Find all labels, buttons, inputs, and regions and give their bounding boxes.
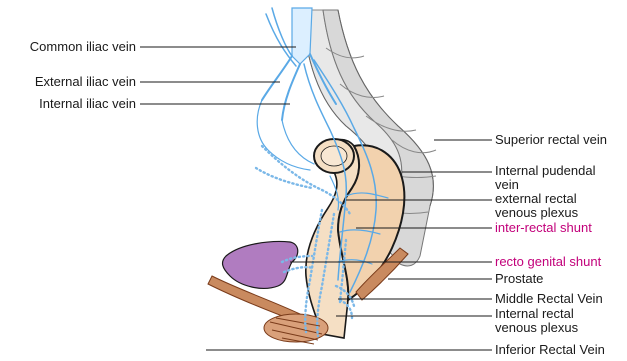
prostate-shape bbox=[223, 242, 298, 289]
label-prostate: Prostate bbox=[495, 271, 543, 286]
label-internal-pudendal-vein-line1: Internal pudendal bbox=[495, 163, 596, 178]
label-external-rectal-plexus-line2: venous plexus bbox=[495, 205, 579, 220]
rectum bbox=[306, 139, 405, 338]
label-external-iliac-vein: External iliac vein bbox=[35, 74, 136, 89]
label-internal-iliac-vein: Internal iliac vein bbox=[39, 96, 136, 111]
label-internal-rectal-plexus-line1: Internal rectal bbox=[495, 306, 574, 321]
label-inferior-rectal-vein: Inferior Rectal Vein bbox=[495, 342, 605, 357]
label-inter-rectal-shunt: inter-rectal shunt bbox=[495, 220, 592, 235]
label-superior-rectal-vein: Superior rectal vein bbox=[495, 132, 607, 147]
label-external-rectal-plexus-line1: external rectal bbox=[495, 191, 577, 206]
label-middle-rectal-vein: Middle Rectal Vein bbox=[495, 291, 603, 306]
label-common-iliac-vein: Common iliac vein bbox=[30, 39, 136, 54]
label-recto-genital-shunt: recto genital shunt bbox=[495, 254, 602, 269]
label-internal-rectal-plexus-line2: venous plexus bbox=[495, 320, 579, 335]
label-internal-pudendal-vein-line2: vein bbox=[495, 177, 519, 192]
